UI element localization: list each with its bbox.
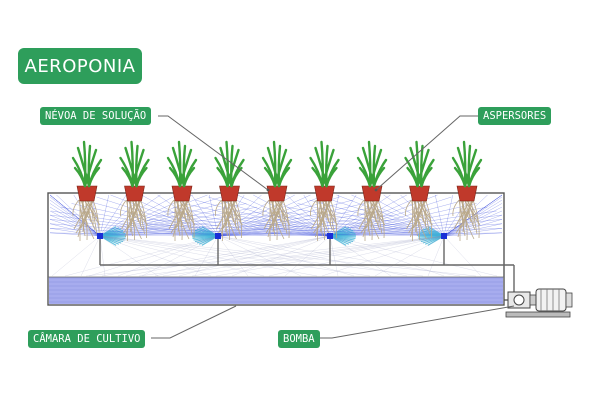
mist-label: NÉVOA DE SOLUÇÃO <box>40 107 152 125</box>
plant <box>166 140 198 241</box>
sprinkler-nozzle <box>441 233 447 239</box>
nutrient-solution <box>49 277 503 304</box>
plant <box>404 140 435 241</box>
plant <box>356 140 388 241</box>
plants <box>71 140 483 241</box>
sprinkler-nozzle <box>327 233 333 239</box>
plant <box>451 140 483 241</box>
leader-lines <box>151 115 515 339</box>
sprinkler-nozzle <box>215 233 221 239</box>
chamber-label: CÂMARA DE CULTIVO <box>28 330 146 348</box>
pump-label: BOMBA <box>278 330 320 348</box>
plant <box>71 140 103 241</box>
sprinklers-label: ASPERSORES <box>478 107 552 125</box>
plant <box>261 140 293 241</box>
pump <box>504 288 573 318</box>
page-title: AEROPONIA <box>18 48 142 84</box>
plant <box>214 140 245 241</box>
sprinkler-nozzle <box>97 233 103 239</box>
plant <box>119 140 150 241</box>
plant <box>309 140 340 241</box>
sprinkler-nozzles <box>97 233 447 239</box>
